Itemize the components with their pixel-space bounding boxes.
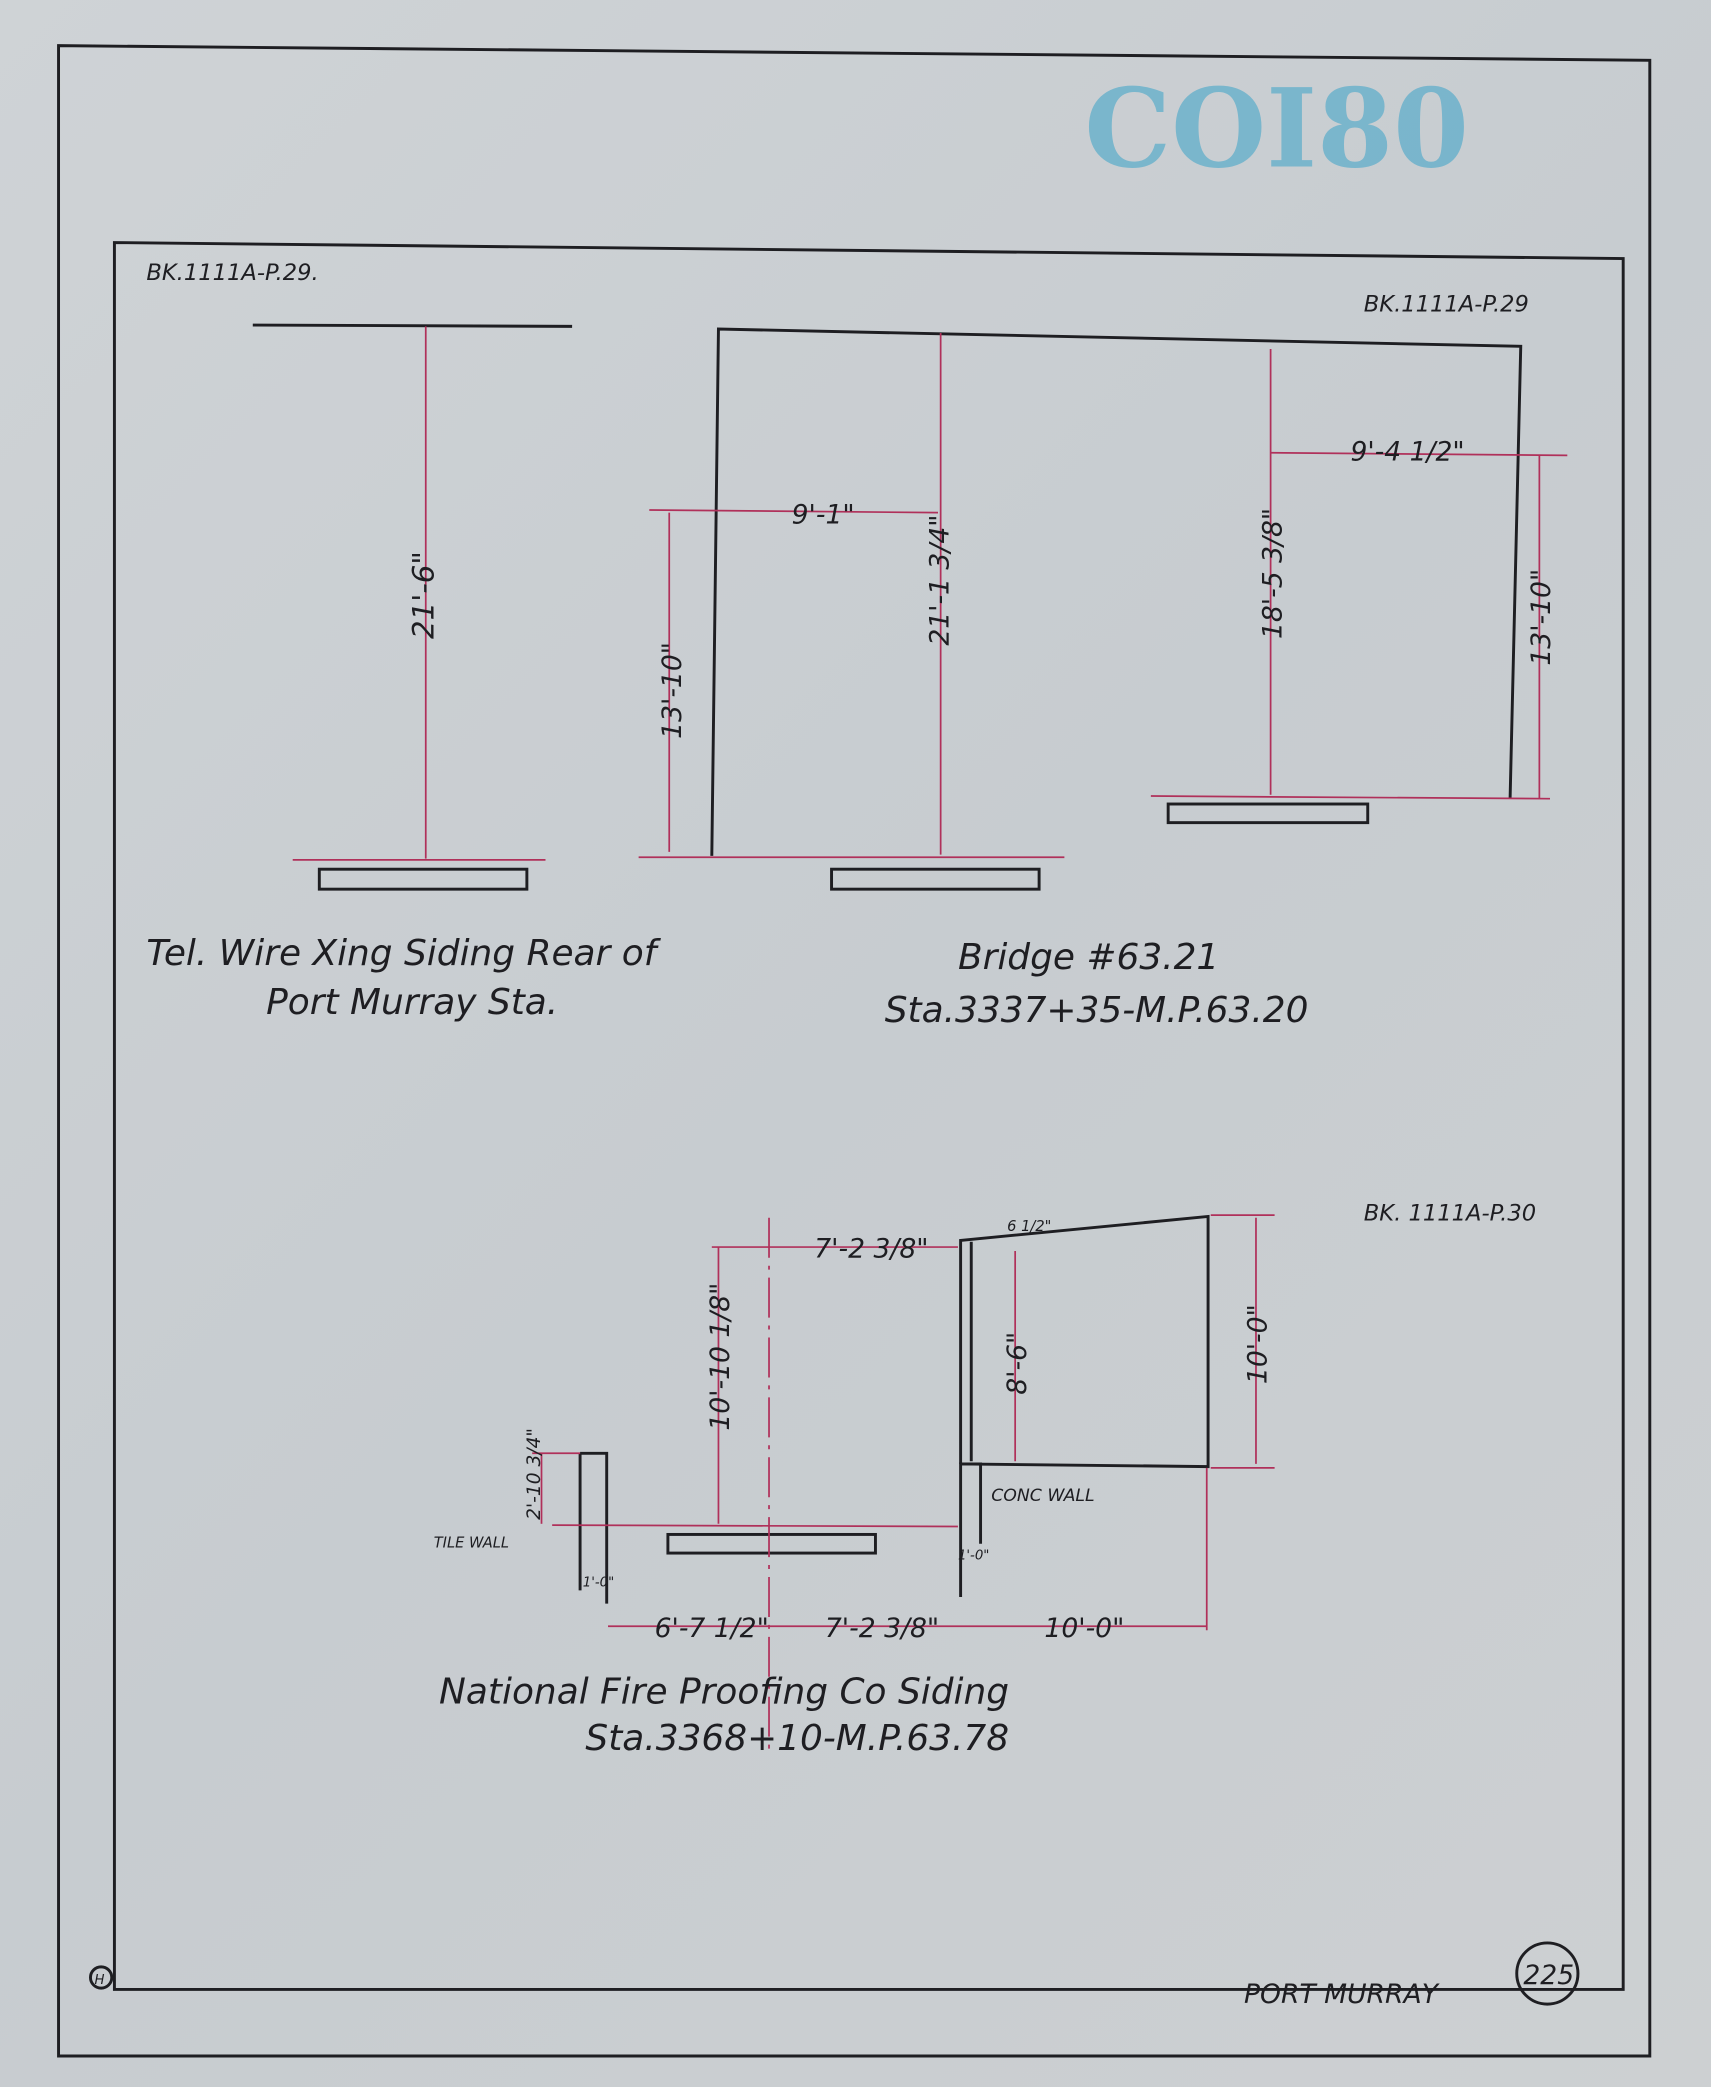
dim-top-offset: 6 1/2": [1007, 1218, 1051, 1235]
label-tile-wall: TILE WALL: [434, 1535, 509, 1552]
ref-top-right: BK.1111A-P.29: [1364, 292, 1529, 318]
dim-right-height: 18'-5 3/8": [1257, 508, 1288, 639]
figure2-title-line1: Bridge #63.21: [958, 937, 1219, 978]
figure-fire-proofing-siding: 7'-2 3/8" 6 1/2" 10'-10 1/8" 8'-6" 10'-0…: [434, 1214, 1275, 1759]
dim-left-clear: 13'-10": [657, 642, 688, 739]
dim-bottom-1: 6'-7 1/2": [655, 1613, 769, 1644]
ref-top-left: BK.1111A-P.29.: [146, 260, 318, 286]
figure3-title-line2: Sta.3368+10-M.P.63.78: [585, 1718, 1009, 1759]
dim-right-width: 9'-4 1/2": [1350, 437, 1464, 468]
dim-top-width: 7'-2 3/8": [814, 1234, 928, 1265]
dim-left-width: 9'-1": [792, 499, 855, 530]
dim-bottom-3: 10'-0": [1044, 1613, 1124, 1644]
figure1-title-line1: Tel. Wire Xing Siding Rear of: [146, 933, 661, 974]
dim-wall-height: 10'-0": [1243, 1304, 1274, 1384]
sheet-number-circle: [1515, 1941, 1580, 2006]
dim-tile-wall-height: 2'-10 3/4": [524, 1428, 545, 1520]
dim-wall-inner-height: 8'-6": [1002, 1332, 1033, 1395]
corner-mark: H: [94, 1973, 104, 1988]
sheet-number: 225: [1523, 1960, 1574, 1991]
location-label: PORT MURRAY: [1244, 1979, 1440, 2010]
figure1-title-line2: Port Murray Sta.: [266, 982, 558, 1023]
figure2-title-line2: Sta.3337+35-M.P.63.20: [885, 990, 1309, 1031]
dim-center-height: 10'-10 1/8": [705, 1283, 736, 1431]
inner-border: [112, 241, 1625, 1991]
figure3-title-line1: National Fire Proofing Co Siding: [439, 1671, 1009, 1712]
label-conc-wall: CONC WALL: [991, 1486, 1094, 1506]
ref-bottom: BK. 1111A-P.30: [1364, 1200, 1536, 1226]
figure-bridge: 9'-1" 13'-10" 21'-1 3/4" 9'-4 1/2" 18'-5…: [638, 327, 1568, 1031]
dim-bottom-2: 7'-2 3/8": [825, 1613, 939, 1644]
dim-left-height: 21'-1 3/4": [925, 515, 956, 646]
outer-border: [57, 44, 1652, 2058]
dim-height: 21'-6": [407, 551, 441, 639]
dim-tile-wall-thick: 1'-0": [583, 1575, 615, 1590]
dim-conc-wall-thick: 1'-0": [958, 1549, 990, 1564]
corner-mark-circle: [89, 1965, 114, 1990]
dim-right-clear: 13'-10": [1526, 569, 1557, 666]
stamp-mark: COI80: [1084, 65, 1469, 193]
figure-tel-wire: 21'-6" Tel. Wire Xing Siding Rear of Por…: [146, 323, 662, 1023]
